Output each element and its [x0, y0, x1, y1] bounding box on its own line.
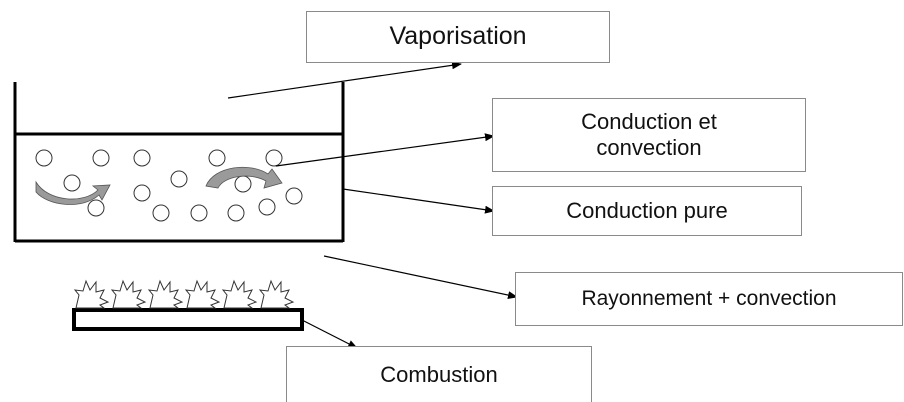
bubble — [227, 204, 245, 222]
flame-icon — [110, 279, 147, 309]
bubble — [285, 187, 303, 205]
conduction-pure-label-box: Conduction pure — [492, 186, 802, 236]
combustion-label-box: Combustion — [286, 346, 592, 402]
combustion-label: Combustion — [380, 361, 498, 387]
bubble — [35, 149, 53, 167]
conduction-convection-label-box: Conduction et convection — [492, 98, 806, 172]
bubble — [133, 149, 151, 167]
bubble — [258, 198, 276, 216]
arrow-combustion — [301, 319, 358, 349]
flame-icon — [258, 279, 295, 309]
rayonnement-label-box: Rayonnement + convection — [515, 272, 903, 326]
bubble — [265, 149, 283, 167]
bubble — [170, 170, 188, 188]
arrow-rayonnement — [323, 255, 518, 300]
curved-arrow-icon — [205, 166, 283, 189]
arrow-vaporisation — [227, 61, 462, 99]
flame-icon — [221, 279, 258, 309]
pot — [13, 82, 345, 243]
conduction-pure-label: Conduction pure — [566, 198, 728, 224]
convection-arrows — [35, 166, 283, 205]
arrow-conduction-pure — [342, 188, 495, 214]
flame-icon — [184, 279, 221, 309]
bubble — [208, 149, 226, 167]
bubble — [92, 149, 110, 167]
flames — [73, 279, 295, 309]
bubbles — [35, 149, 303, 222]
bubble — [190, 204, 208, 222]
curved-arrow-icon — [35, 180, 111, 205]
burner — [72, 279, 304, 331]
conduction-convection-label-line2: convection — [596, 135, 702, 160]
arrow-conduction-convection — [275, 133, 495, 167]
bubble — [234, 175, 252, 193]
connector-arrows — [227, 61, 518, 349]
conduction-convection-label-line1: Conduction et — [581, 109, 717, 135]
flame-icon — [73, 279, 110, 309]
bubble — [152, 204, 170, 222]
burner-plate — [72, 308, 304, 331]
rayonnement-label: Rayonnement + convection — [581, 286, 837, 310]
bubble — [133, 184, 151, 202]
vaporisation-label: Vaporisation — [389, 22, 527, 51]
vaporisation-label-box: Vaporisation — [306, 11, 610, 63]
bubble — [87, 199, 105, 217]
bubble — [63, 174, 81, 192]
flame-icon — [147, 279, 184, 309]
